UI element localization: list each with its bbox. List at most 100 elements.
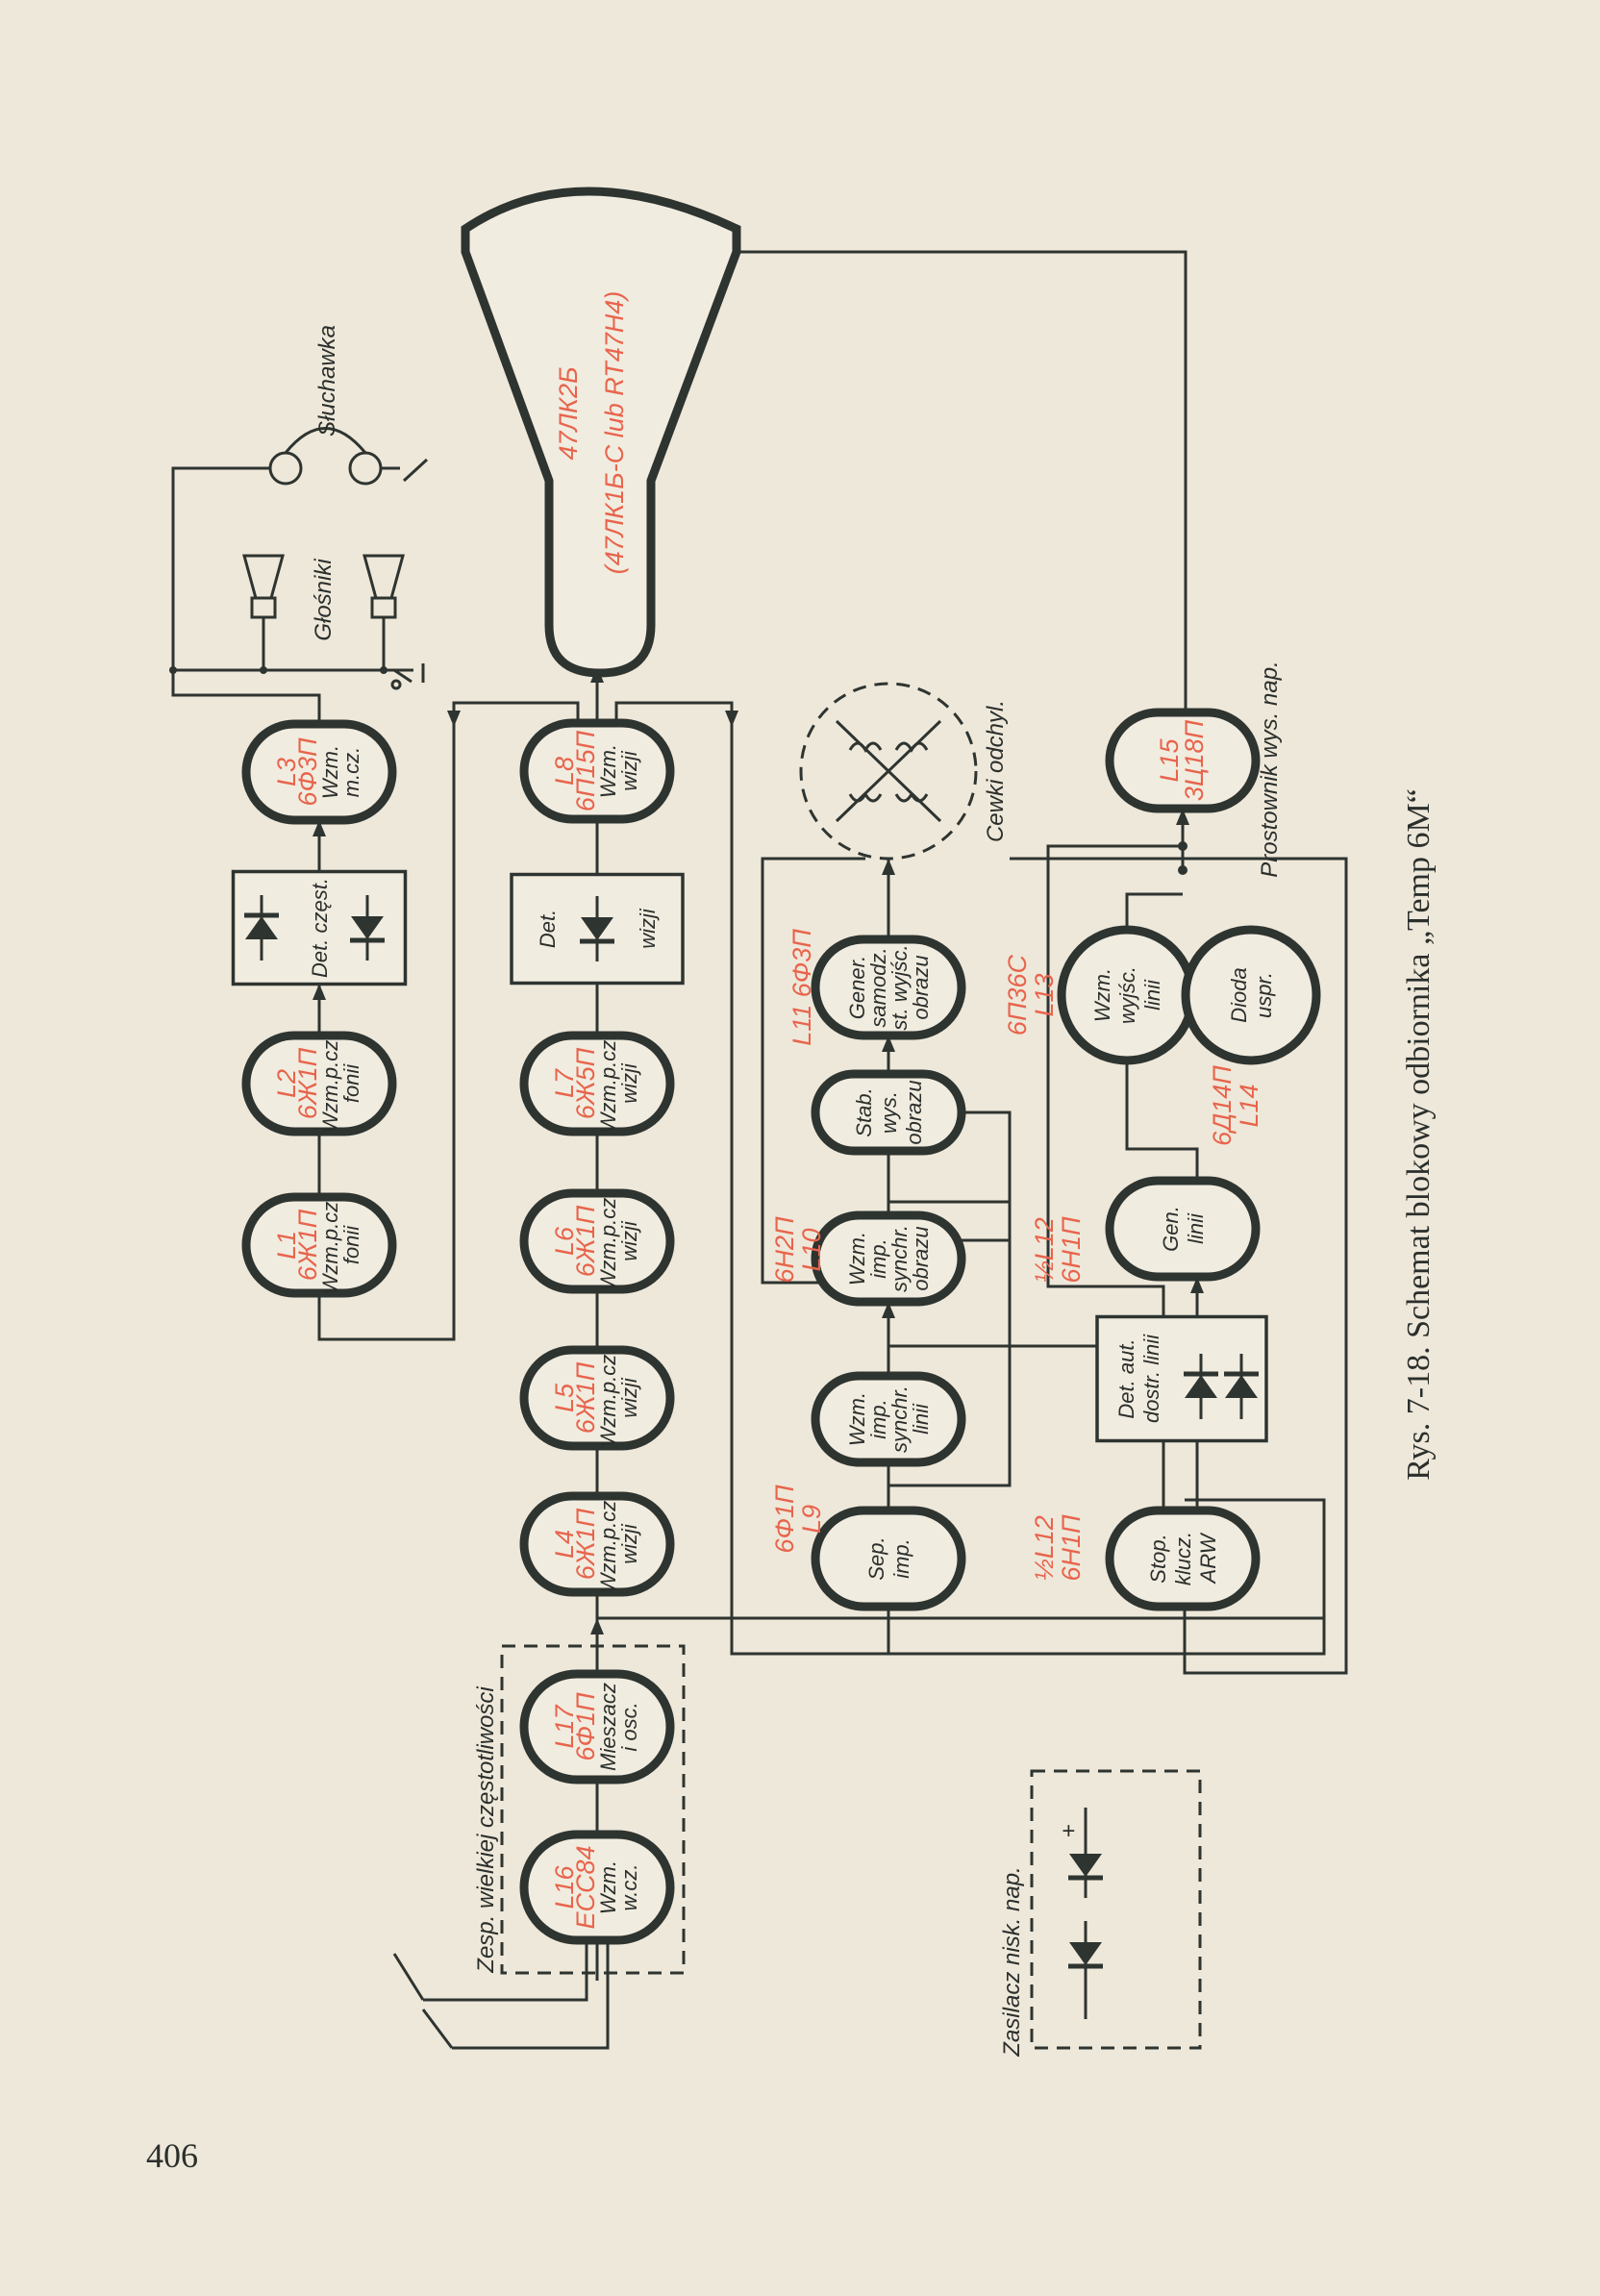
block-function-label: Wzm. xyxy=(845,1232,869,1285)
tube-type-label: L4 xyxy=(550,1530,579,1559)
tube-type-label: L14 xyxy=(1235,1084,1263,1127)
tube-type-label: 6Д14П xyxy=(1208,1065,1237,1146)
antenna-icon xyxy=(392,1953,454,2049)
block-function-label: m.cz. xyxy=(339,747,363,798)
tube-type-label: 6Ж1П xyxy=(571,1361,600,1434)
block-function-label: wizji xyxy=(617,1062,641,1104)
tube-type-label: 6Н1П xyxy=(1057,1216,1086,1284)
block-l4 xyxy=(519,1491,675,1597)
tube-type-label: L3 xyxy=(272,758,301,786)
tube-type-label: L7 xyxy=(550,1068,579,1098)
block-l2 xyxy=(241,1031,397,1136)
tube-type-label: L1 xyxy=(272,1231,301,1260)
tube-type-label: L5 xyxy=(550,1383,579,1412)
block-gen-line xyxy=(1105,1176,1261,1282)
block-function-label: wyjśc. xyxy=(1115,966,1139,1024)
tube-type-label: L11 6Ф3П xyxy=(788,929,816,1046)
tube-type-label: 6Н2П xyxy=(770,1216,799,1284)
tube-type-label: 6Ф3П xyxy=(293,737,322,806)
headphone-icon xyxy=(268,427,429,486)
block-function-label: uspr. xyxy=(1252,972,1276,1018)
block-function-label: Wzm.p.cz. xyxy=(596,1192,620,1291)
block-sync-line xyxy=(811,1371,966,1467)
tube-type-label: 6П15П xyxy=(571,730,600,811)
crt-tube-outline xyxy=(461,187,741,678)
tube-type-label: 6Ж1П xyxy=(293,1209,322,1281)
block-function-label: i osc. xyxy=(617,1702,641,1751)
block-function-label: Wzm. xyxy=(596,1860,620,1914)
block-l17 xyxy=(519,1669,675,1784)
tube-type-label: L15 xyxy=(1155,737,1184,782)
block-l1 xyxy=(241,1192,397,1298)
block-function-label: Wzm.p.cz. xyxy=(318,1035,342,1134)
tube-type-label: L9 xyxy=(797,1505,826,1534)
block-function-label: obrazu xyxy=(902,1080,926,1144)
figure-caption: Rys. 7-18. Schemat blokowy odbiornika „T… xyxy=(1401,788,1437,1481)
block-l9 xyxy=(811,1506,966,1611)
block-function-label: fonii xyxy=(339,1225,363,1264)
block-function-label: Wzm. xyxy=(845,1392,869,1446)
diode-icon xyxy=(1224,1354,1259,1419)
block-function-label: Det. aut. xyxy=(1114,1338,1138,1418)
speakers-label: Głośniki xyxy=(311,559,337,641)
tube-type-label: 6Н1П xyxy=(1057,1514,1086,1582)
block-l8 xyxy=(519,718,675,824)
block-function-label: Wzm.p.cz. xyxy=(596,1495,620,1594)
block-function-label: obrazu xyxy=(909,955,933,1019)
hv-rectifier-label: Prostownik wys. nap. xyxy=(1257,661,1283,877)
block-function-label: imp. xyxy=(866,1399,890,1439)
block-function-label: wizji xyxy=(617,1220,641,1261)
tube-type-label: L6 xyxy=(550,1226,579,1256)
tube-type-label: ½L12 xyxy=(1030,1217,1059,1283)
block-function-label: Det. xyxy=(536,910,560,948)
block-l6 xyxy=(519,1188,675,1294)
wires xyxy=(169,250,1348,2050)
diode-icon xyxy=(580,896,614,961)
block-function-label: samodz. xyxy=(866,947,890,1027)
block-function-label: Mieszacz xyxy=(596,1683,620,1771)
block-stop-arw xyxy=(1105,1506,1261,1611)
block-function-label: synchr. xyxy=(888,1225,912,1292)
tube-type-label: L16 xyxy=(550,1864,579,1909)
block-function-label: wizji xyxy=(636,908,660,949)
block-function-label: Wzm. xyxy=(318,745,342,799)
block-function-label: Dioda xyxy=(1227,967,1251,1022)
headphone-label: Słuchawka xyxy=(314,325,340,437)
block-function-label: synchr. xyxy=(888,1385,912,1453)
tube-type-label: 6П36С xyxy=(1003,954,1032,1036)
block-function-label: wys. xyxy=(877,1091,901,1134)
block-function-label: linii xyxy=(909,1403,933,1435)
crt-alt-type-label: (47ЛК1Б-С lub RT47H4) xyxy=(600,291,629,575)
tube-type-label: 6Ж1П xyxy=(571,1508,600,1580)
block-function-label: dostr. linii xyxy=(1139,1334,1163,1423)
block-function-label: wizji xyxy=(617,750,641,791)
block-l7 xyxy=(519,1031,675,1136)
block-l10 xyxy=(811,1210,966,1307)
block-det-audio xyxy=(231,869,408,986)
block-det-aut xyxy=(1095,1314,1268,1443)
tube-type-label: L2 xyxy=(272,1069,301,1098)
block-function-label: Gener. xyxy=(845,956,869,1019)
tube-type-label: L17 xyxy=(550,1704,579,1748)
tuner-label: Zesp. wielkiej częstotliwości xyxy=(473,1686,499,1974)
block-function-label: Wzm.p.cz. xyxy=(596,1035,620,1134)
block-function-label: klucz. xyxy=(1171,1532,1195,1585)
block-function-label: ARW xyxy=(1196,1532,1220,1585)
diode-icon xyxy=(350,895,385,961)
lv-supply-label: Zasilacz nisk. nap. xyxy=(999,1866,1025,2057)
tube-type-label: 6Ж5П xyxy=(571,1047,600,1119)
block-function-label: Stab. xyxy=(852,1087,876,1136)
deflection-coils-label: Cewki odchyl. xyxy=(983,700,1009,842)
block-function-label: Wzm.p.cz. xyxy=(596,1349,620,1448)
block-function-label: fonii xyxy=(339,1063,363,1103)
block-function-label: Wzm. xyxy=(1090,968,1114,1022)
block-function-label: Wzm. xyxy=(596,744,620,798)
block-function-label: linii xyxy=(1140,979,1164,1011)
block-l3 xyxy=(241,719,397,825)
block-function-label: Sep. xyxy=(864,1536,888,1580)
block-function-label: Wzm.p.cz. xyxy=(318,1196,342,1295)
power-supply-box xyxy=(1030,1769,1202,2050)
block-function-label: st. wyjśc. xyxy=(888,944,912,1030)
switch-icon xyxy=(390,663,425,690)
